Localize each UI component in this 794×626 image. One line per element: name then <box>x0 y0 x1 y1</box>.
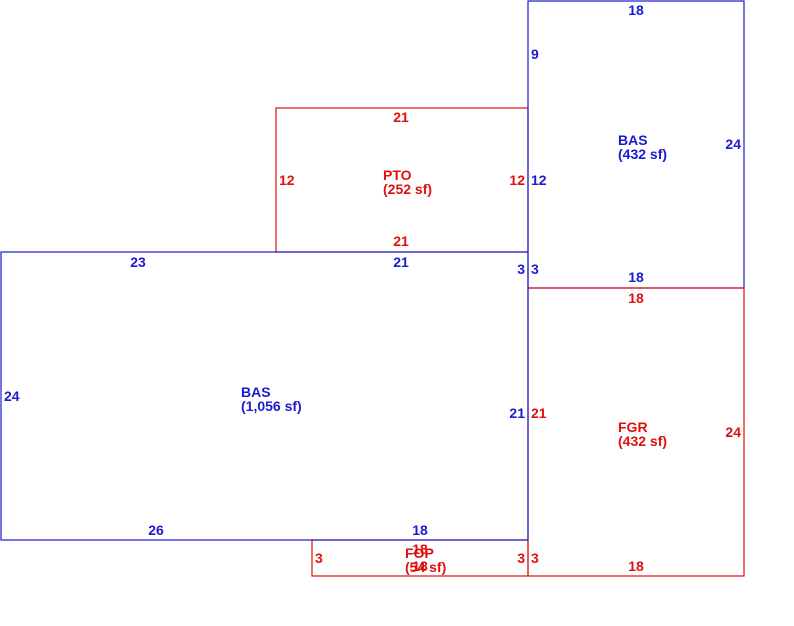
dim-fop-left: 3 <box>315 550 323 566</box>
dim-bas-main-bottom-left: 26 <box>148 522 164 538</box>
dim-bas-main-top-left: 23 <box>130 254 146 270</box>
label-bas-top-area: (432 sf) <box>618 146 667 162</box>
label-pto-area: (252 sf) <box>383 181 432 197</box>
dim-fop-bottom: 18 <box>412 558 428 574</box>
dim-bas-top-bottom: 18 <box>628 269 644 285</box>
label-fgr-code: FGR <box>618 419 648 435</box>
dim-pto-left: 12 <box>279 172 295 188</box>
dim-pto-top: 21 <box>393 109 409 125</box>
dim-bas-main-right: 21 <box>509 405 525 421</box>
dim-pto-right: 12 <box>509 172 525 188</box>
dim-bas-top-right: 24 <box>725 136 741 152</box>
bas-main-outline <box>0 251 529 541</box>
dim-fgr-top: 18 <box>628 290 644 306</box>
label-fop-area: (54 sf) <box>405 559 446 575</box>
label-pto-code: PTO <box>383 167 412 183</box>
label-fgr-area: (432 sf) <box>618 433 667 449</box>
dim-bas-main-bottom-right: 18 <box>412 522 428 538</box>
label-bas-main-code: BAS <box>241 384 271 400</box>
dim-bas-top-left-upper: 9 <box>531 46 539 62</box>
label-bas-top-code: BAS <box>618 132 648 148</box>
dim-bas-main-right-upper: 3 <box>517 261 525 277</box>
dim-bas-main-top-right: 21 <box>393 254 409 270</box>
dim-fgr-left: 21 <box>531 405 547 421</box>
label-bas-main-area: (1,056 sf) <box>241 398 302 414</box>
dim-pto-bottom: 21 <box>393 233 409 249</box>
dim-bas-main-left: 24 <box>4 388 20 404</box>
dim-fgr-bottom: 18 <box>628 558 644 574</box>
dim-bas-top-left-lower: 12 <box>531 172 547 188</box>
label-fop-code: FOP <box>405 545 434 561</box>
dim-fgr-left-lower: 3 <box>531 550 539 566</box>
dim-fop-right: 3 <box>517 550 525 566</box>
dim-fop-top: 18 <box>412 541 428 557</box>
dim-bas-top-left-bottom: 3 <box>531 261 539 277</box>
dim-bas-top-top: 18 <box>628 2 644 18</box>
dim-fgr-right: 24 <box>725 424 741 440</box>
